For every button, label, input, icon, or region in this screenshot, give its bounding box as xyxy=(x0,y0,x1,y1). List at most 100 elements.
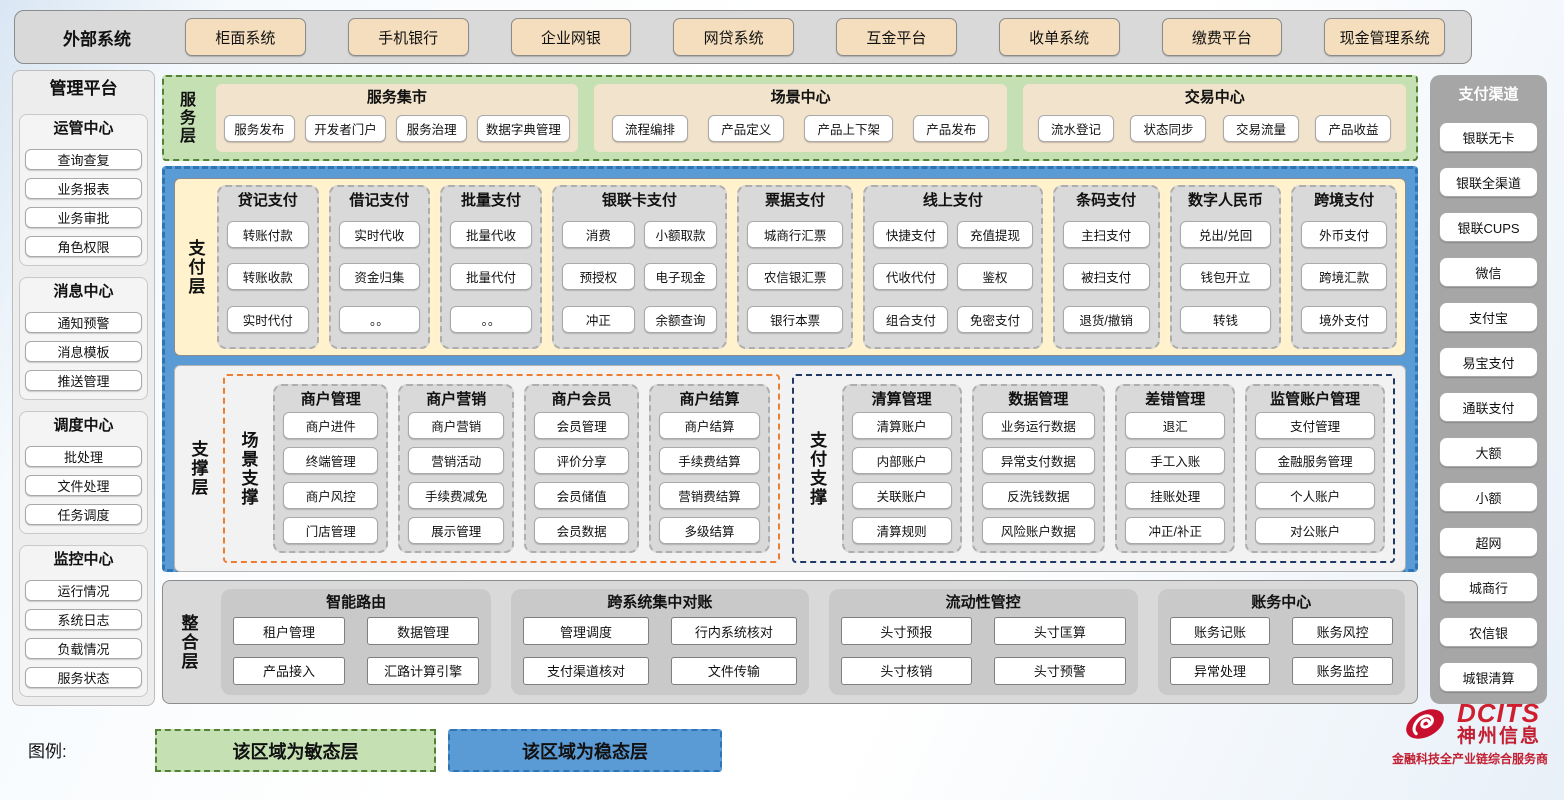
integration-item-button[interactable]: 文件传输 xyxy=(670,656,797,685)
integration-item-button[interactable]: 账务记账 xyxy=(1169,617,1271,646)
service-item-button[interactable]: 状态同步 xyxy=(1130,114,1207,142)
payment-item-button[interactable]: 组合支付 xyxy=(873,305,949,333)
payment-item-button[interactable]: 批量代收 xyxy=(450,220,532,248)
payment-item-button[interactable]: 外币支付 xyxy=(1301,220,1387,248)
management-item-button[interactable]: 负载情况 xyxy=(25,638,142,659)
support-item-button[interactable]: 会员管理 xyxy=(533,412,630,439)
payment-item-button[interactable]: 消费 xyxy=(561,220,635,248)
service-item-button[interactable]: 服务治理 xyxy=(396,114,467,142)
support-item-button[interactable]: 手续费减免 xyxy=(408,482,504,509)
payment-item-button[interactable]: 转钱 xyxy=(1179,305,1272,333)
support-item-button[interactable]: 退汇 xyxy=(1125,412,1226,439)
support-item-button[interactable]: 手续费结算 xyxy=(659,447,760,474)
service-item-button[interactable]: 服务发布 xyxy=(224,114,295,142)
management-item-button[interactable]: 角色权限 xyxy=(25,236,142,257)
channel-button[interactable]: 城商行 xyxy=(1439,572,1538,602)
service-item-button[interactable]: 产品上下架 xyxy=(804,114,893,142)
channel-button[interactable]: 农信银 xyxy=(1439,617,1538,647)
integration-item-button[interactable]: 头寸匡算 xyxy=(994,617,1126,646)
external-system-button[interactable]: 网贷系统 xyxy=(673,18,794,56)
integration-item-button[interactable]: 管理调度 xyxy=(523,617,649,646)
support-item-button[interactable]: 商户结算 xyxy=(659,412,760,439)
channel-button[interactable]: 银联CUPS xyxy=(1439,212,1538,242)
support-item-button[interactable]: 会员数据 xyxy=(533,517,630,544)
management-item-button[interactable]: 系统日志 xyxy=(25,609,142,630)
support-item-button[interactable]: 手工入账 xyxy=(1125,447,1226,474)
payment-item-button[interactable]: 。。 xyxy=(338,305,421,333)
support-item-button[interactable]: 营销费结算 xyxy=(659,482,760,509)
support-item-button[interactable]: 风险账户数据 xyxy=(981,517,1096,544)
support-item-button[interactable]: 挂账处理 xyxy=(1125,482,1226,509)
support-item-button[interactable]: 商户营销 xyxy=(408,412,504,439)
payment-item-button[interactable]: 跨境汇款 xyxy=(1301,263,1387,290)
payment-item-button[interactable]: 实时代付 xyxy=(227,305,309,333)
support-item-button[interactable]: 多级结算 xyxy=(659,517,760,544)
channel-button[interactable]: 银联无卡 xyxy=(1439,122,1538,152)
support-item-button[interactable]: 商户进件 xyxy=(283,412,379,439)
integration-item-button[interactable]: 数据管理 xyxy=(367,617,480,646)
payment-item-button[interactable]: 电子现金 xyxy=(643,263,717,290)
integration-item-button[interactable]: 租户管理 xyxy=(233,617,346,646)
support-item-button[interactable]: 终端管理 xyxy=(283,447,379,474)
service-item-button[interactable]: 流水登记 xyxy=(1037,114,1114,142)
support-item-button[interactable]: 金融服务管理 xyxy=(1255,447,1375,474)
management-item-button[interactable]: 任务调度 xyxy=(25,504,142,525)
support-item-button[interactable]: 展示管理 xyxy=(408,517,504,544)
support-item-button[interactable]: 对公账户 xyxy=(1255,517,1375,544)
channel-button[interactable]: 小额 xyxy=(1439,482,1538,512)
channel-button[interactable]: 城银清算 xyxy=(1439,662,1538,692)
integration-item-button[interactable]: 行内系统核对 xyxy=(670,617,797,646)
integration-item-button[interactable]: 产品接入 xyxy=(233,656,346,685)
payment-item-button[interactable]: 城商行汇票 xyxy=(746,220,844,248)
service-item-button[interactable]: 流程编排 xyxy=(612,114,689,142)
payment-item-button[interactable]: 农信银汇票 xyxy=(746,263,844,290)
payment-item-button[interactable]: 免密支付 xyxy=(957,305,1033,333)
support-item-button[interactable]: 内部账户 xyxy=(851,447,952,474)
channel-button[interactable]: 银联全渠道 xyxy=(1439,167,1538,197)
payment-item-button[interactable]: 充值提现 xyxy=(957,220,1033,248)
channel-button[interactable]: 易宝支付 xyxy=(1439,347,1538,377)
management-item-button[interactable]: 消息模板 xyxy=(25,341,142,362)
payment-item-button[interactable]: 银行本票 xyxy=(746,305,844,333)
external-system-button[interactable]: 企业网银 xyxy=(510,18,632,56)
support-item-button[interactable]: 营销活动 xyxy=(408,447,504,474)
management-item-button[interactable]: 业务报表 xyxy=(25,178,142,199)
payment-item-button[interactable]: 预授权 xyxy=(561,263,635,290)
support-item-button[interactable]: 冲正/补正 xyxy=(1125,517,1226,544)
payment-item-button[interactable]: 兑出/兑回 xyxy=(1179,220,1272,248)
payment-item-button[interactable]: 冲正 xyxy=(561,305,635,333)
integration-item-button[interactable]: 头寸核销 xyxy=(840,656,973,685)
support-item-button[interactable]: 清算规则 xyxy=(851,517,952,544)
payment-item-button[interactable]: 。。 xyxy=(450,305,532,333)
payment-item-button[interactable]: 代收代付 xyxy=(873,263,949,290)
service-item-button[interactable]: 数据字典管理 xyxy=(476,114,570,142)
support-item-button[interactable]: 关联账户 xyxy=(851,482,952,509)
payment-item-button[interactable]: 快捷支付 xyxy=(873,220,949,248)
support-item-button[interactable]: 门店管理 xyxy=(283,517,379,544)
service-item-button[interactable]: 开发者门户 xyxy=(304,114,387,142)
payment-item-button[interactable]: 主扫支付 xyxy=(1062,220,1150,248)
integration-item-button[interactable]: 汇路计算引擎 xyxy=(367,656,480,685)
management-item-button[interactable]: 业务审批 xyxy=(25,207,142,228)
external-system-button[interactable]: 手机银行 xyxy=(347,18,469,56)
external-system-button[interactable]: 缴费平台 xyxy=(1161,18,1283,56)
payment-item-button[interactable]: 余额查询 xyxy=(643,305,717,333)
payment-item-button[interactable]: 鉴权 xyxy=(957,263,1033,290)
management-item-button[interactable]: 批处理 xyxy=(25,446,142,467)
support-item-button[interactable]: 反洗钱数据 xyxy=(981,482,1096,509)
support-item-button[interactable]: 清算账户 xyxy=(851,412,952,439)
external-system-button[interactable]: 现金管理系统 xyxy=(1324,18,1445,56)
support-item-button[interactable]: 异常支付数据 xyxy=(981,447,1096,474)
external-system-button[interactable]: 互金平台 xyxy=(836,18,957,56)
management-item-button[interactable]: 推送管理 xyxy=(25,370,142,391)
payment-item-button[interactable]: 转账付款 xyxy=(227,220,309,248)
external-system-button[interactable]: 柜面系统 xyxy=(185,18,306,56)
payment-item-button[interactable]: 退货/撤销 xyxy=(1062,305,1150,333)
channel-button[interactable]: 超网 xyxy=(1439,527,1538,557)
external-system-button[interactable]: 收单系统 xyxy=(998,18,1120,56)
channel-button[interactable]: 通联支付 xyxy=(1439,392,1538,422)
payment-item-button[interactable]: 境外支付 xyxy=(1301,305,1387,333)
support-item-button[interactable]: 业务运行数据 xyxy=(981,412,1096,439)
integration-item-button[interactable]: 账务风控 xyxy=(1292,617,1393,646)
support-item-button[interactable]: 会员储值 xyxy=(533,482,630,509)
